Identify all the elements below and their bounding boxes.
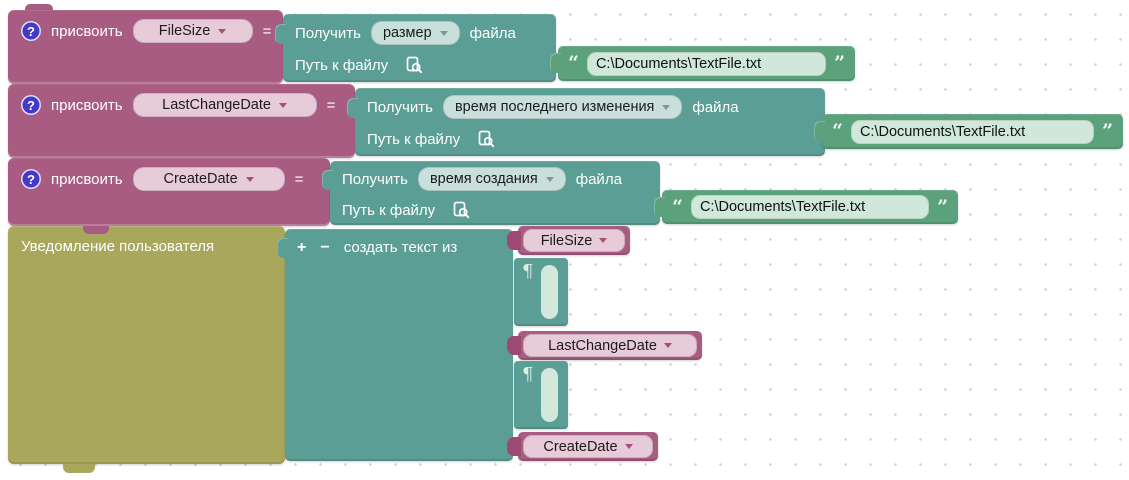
connector-tab: [275, 24, 286, 44]
get-label: Получить: [367, 98, 433, 116]
assign-block-lastchangedate[interactable]: ? присвоить LastChangeDate =: [8, 84, 355, 158]
close-quote-icon: ”: [1102, 120, 1113, 142]
open-quote-icon: “: [832, 120, 843, 142]
pilcrow-glyph: ¶: [522, 261, 534, 282]
string-block[interactable]: “ ”: [550, 46, 855, 81]
join-label: создать текст из: [343, 239, 458, 256]
remove-item-button[interactable]: −: [320, 238, 330, 256]
connector-tab: [25, 4, 53, 12]
connector-tab: [347, 98, 358, 118]
property-name: размер: [382, 25, 432, 41]
assign-block-filesize[interactable]: ? присвоить FileSize =: [8, 10, 283, 84]
assign-block-createdate[interactable]: ? присвоить CreateDate =: [8, 158, 330, 226]
variable-name: CreateDate: [163, 171, 238, 187]
connector-plug-icon: [507, 336, 521, 355]
help-icon[interactable]: ?: [21, 21, 41, 41]
variable-name: LastChangeDate: [162, 97, 271, 113]
variable-dropdown[interactable]: LastChangeDate: [523, 334, 697, 357]
variable-name: LastChangeDate: [548, 337, 657, 354]
file-path-input[interactable]: [850, 119, 1095, 144]
connector-plug-icon: [507, 437, 521, 456]
path-label: Путь к файлу: [295, 56, 389, 74]
string-block[interactable]: “ ”: [654, 190, 958, 224]
close-quote-icon: ”: [834, 52, 845, 74]
paragraph-block[interactable]: ¶: [514, 258, 568, 326]
help-icon[interactable]: ?: [21, 95, 41, 115]
connector-plug-icon: [507, 231, 521, 250]
connector-tab: [322, 170, 333, 190]
browse-file-icon[interactable]: [451, 200, 471, 220]
variable-dropdown[interactable]: CreateDate: [523, 435, 653, 458]
variable-dropdown[interactable]: FileSize: [132, 19, 253, 43]
variable-dropdown[interactable]: LastChangeDate: [132, 93, 317, 117]
of-file-label: файла: [469, 24, 516, 42]
get-file-property-block[interactable]: Получить время создания файла Путь к фай…: [322, 161, 660, 225]
create-text-join-block[interactable]: + − создать текст из: [277, 229, 513, 461]
file-path-input[interactable]: [690, 195, 930, 219]
get-file-property-block[interactable]: Получить время последнего изменения файл…: [347, 88, 825, 156]
connector-tab: [63, 464, 95, 473]
dropdown-arrow-icon: [278, 102, 287, 108]
dropdown-arrow-icon: [624, 444, 633, 449]
connector-tab: [550, 53, 561, 73]
assign-keyword: присвоить: [51, 170, 123, 188]
variable-block-lastchangedate[interactable]: LastChangeDate: [507, 331, 702, 360]
get-label: Получить: [342, 170, 408, 188]
connector-tab: [814, 121, 825, 141]
notify-label: Уведомление пользователя: [21, 238, 215, 255]
paragraph-field[interactable]: [541, 265, 558, 319]
browse-file-icon[interactable]: [476, 129, 496, 149]
of-file-label: файла: [575, 170, 622, 188]
path-label: Путь к файлу: [367, 130, 461, 148]
string-block[interactable]: “ ”: [814, 114, 1123, 149]
help-icon[interactable]: ?: [21, 169, 41, 189]
get-file-property-block[interactable]: Получить размер файла Путь к файлу: [275, 14, 556, 82]
variable-name: CreateDate: [543, 438, 618, 455]
variable-name: FileSize: [158, 23, 211, 39]
property-dropdown[interactable]: время создания: [417, 167, 566, 191]
close-quote-icon: ”: [937, 195, 948, 218]
equals-sign: =: [262, 22, 272, 40]
dropdown-arrow-icon: [218, 28, 227, 34]
property-name: время последнего изменения: [454, 99, 655, 115]
connector-tab: [277, 238, 288, 258]
equals-sign: =: [326, 96, 336, 114]
dropdown-arrow-icon: [545, 176, 554, 182]
connector-tab: [83, 226, 109, 234]
open-quote-icon: “: [568, 52, 579, 74]
connector-tab: [654, 197, 665, 217]
open-quote-icon: “: [672, 195, 683, 218]
dropdown-arrow-icon: [662, 104, 671, 110]
dropdown-arrow-icon: [439, 30, 448, 36]
get-label: Получить: [295, 24, 361, 42]
add-item-button[interactable]: +: [297, 238, 307, 256]
notify-user-block[interactable]: Уведомление пользователя: [8, 226, 285, 464]
equals-sign: =: [294, 170, 304, 188]
variable-block-createdate[interactable]: CreateDate: [507, 432, 658, 461]
dropdown-arrow-icon: [245, 176, 254, 182]
variable-block-filesize[interactable]: FileSize: [507, 226, 630, 255]
browse-file-icon[interactable]: [404, 55, 424, 75]
paragraph-field[interactable]: [541, 368, 558, 422]
property-dropdown[interactable]: время последнего изменения: [442, 95, 683, 119]
property-dropdown[interactable]: размер: [370, 21, 460, 45]
property-name: время создания: [429, 171, 538, 187]
file-path-input[interactable]: [586, 51, 827, 76]
path-label: Путь к файлу: [342, 201, 436, 219]
variable-name: FileSize: [540, 232, 593, 249]
variable-dropdown[interactable]: CreateDate: [132, 167, 285, 191]
assign-keyword: присвоить: [51, 96, 123, 114]
of-file-label: файла: [692, 98, 739, 116]
assign-keyword: присвоить: [51, 22, 123, 40]
pilcrow-glyph: ¶: [522, 364, 534, 385]
dropdown-arrow-icon: [663, 343, 672, 348]
dropdown-arrow-icon: [599, 238, 608, 243]
paragraph-block[interactable]: ¶: [514, 361, 568, 429]
variable-dropdown[interactable]: FileSize: [523, 229, 625, 252]
